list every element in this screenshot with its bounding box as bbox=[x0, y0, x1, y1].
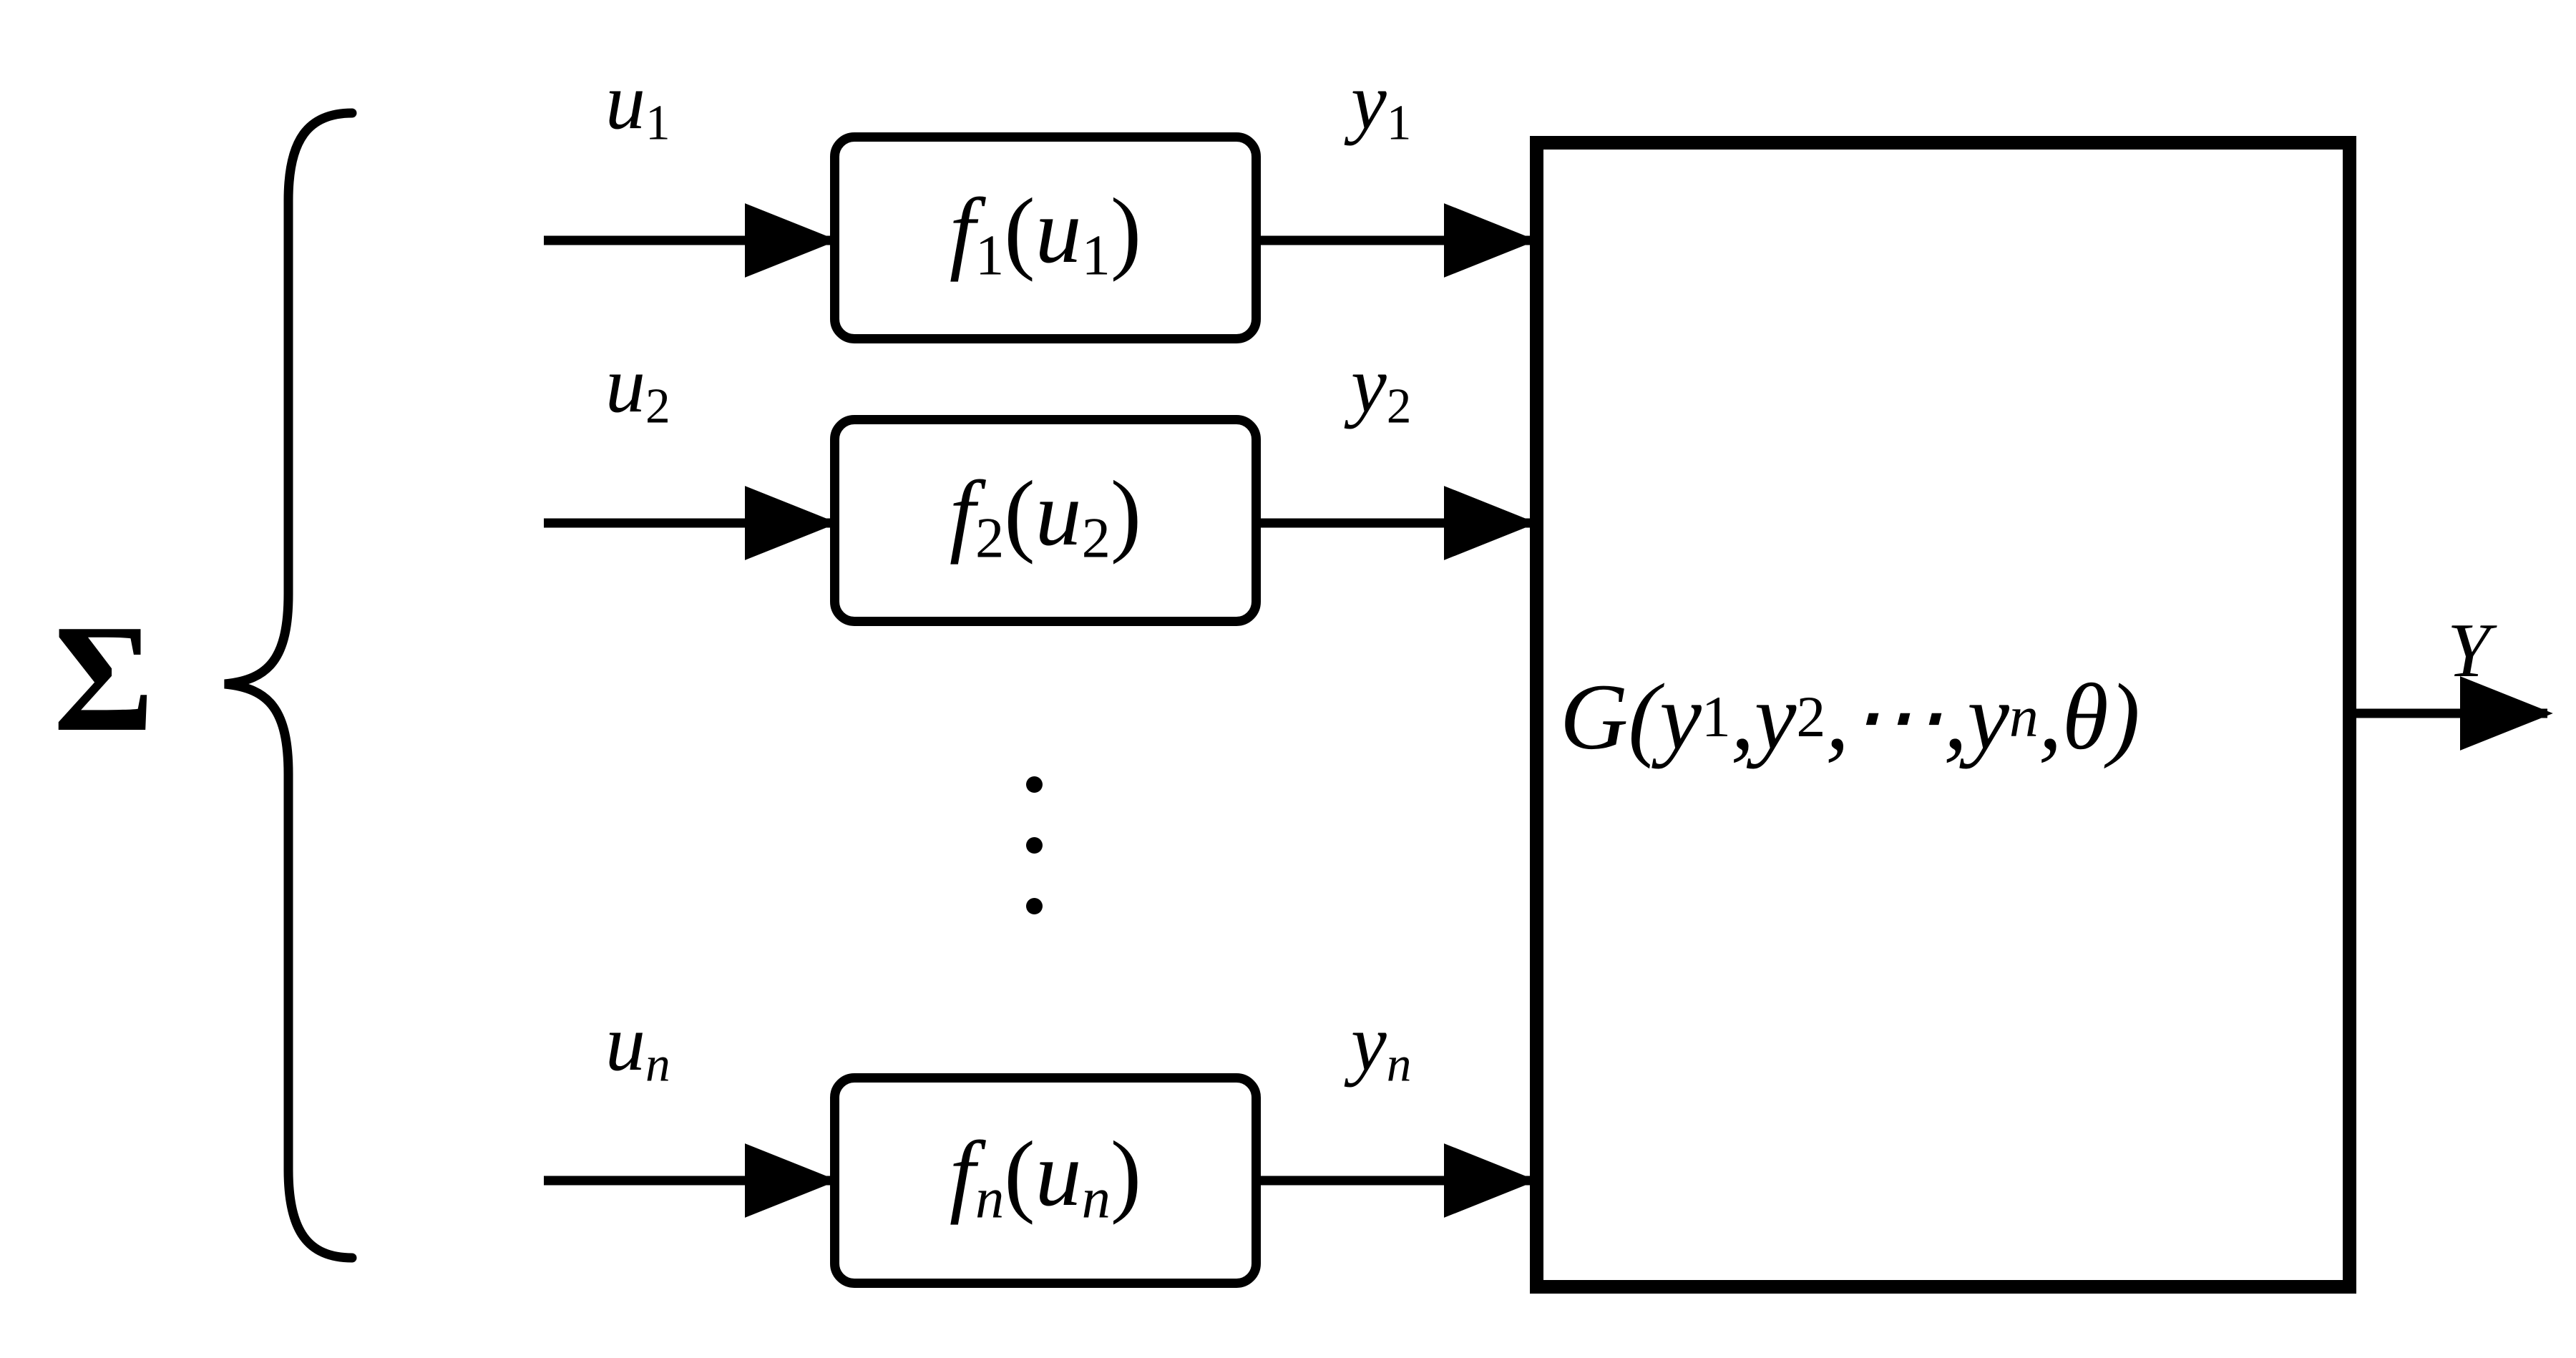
input-label-u2: u2 bbox=[605, 345, 670, 431]
signal-label-y1: y1 bbox=[1351, 62, 1411, 148]
system-sigma-label: Σ bbox=[53, 592, 155, 763]
signal-label-y1-subscript: 1 bbox=[1386, 95, 1412, 151]
function-block-fn[interactable]: fn(un) bbox=[830, 1073, 1261, 1288]
vertical-ellipsis-icon bbox=[1023, 776, 1045, 927]
input-label-u2-subscript: 2 bbox=[645, 378, 670, 434]
input-label-un-subscript: n bbox=[645, 1037, 670, 1093]
aggregator-block-g[interactable] bbox=[1530, 136, 2356, 1294]
input-label-u1-base: u bbox=[605, 57, 645, 146]
function-block-f2[interactable]: f2(u2) bbox=[830, 415, 1261, 626]
input-label-un: un bbox=[605, 1003, 670, 1090]
signal-label-y2-base: y bbox=[1351, 341, 1387, 429]
input-label-u2-base: u bbox=[605, 341, 645, 429]
ellipsis-dot bbox=[1025, 898, 1043, 914]
ellipsis-dot bbox=[1025, 776, 1043, 793]
signal-label-y1-base: y bbox=[1351, 57, 1387, 146]
function-block-f1[interactable]: f1(u1) bbox=[830, 132, 1261, 343]
ellipsis-dot bbox=[1025, 837, 1043, 854]
input-label-u1: u1 bbox=[605, 62, 670, 148]
grouping-brace bbox=[200, 93, 386, 1281]
signal-label-y2: y2 bbox=[1351, 345, 1411, 431]
signal-label-yn-subscript: n bbox=[1386, 1037, 1412, 1093]
output-label-Y: Y bbox=[2447, 608, 2491, 693]
function-block-f2-expression: f2(u2) bbox=[949, 462, 1142, 571]
function-block-f1-expression: f1(u1) bbox=[949, 180, 1142, 288]
input-label-u1-subscript: 1 bbox=[645, 95, 670, 151]
signal-label-yn-base: y bbox=[1351, 999, 1387, 1088]
signal-label-y2-subscript: 2 bbox=[1386, 378, 1412, 434]
input-label-un-base: u bbox=[605, 999, 645, 1088]
function-block-fn-expression: fn(un) bbox=[949, 1122, 1142, 1231]
signal-label-yn: yn bbox=[1351, 1003, 1411, 1090]
